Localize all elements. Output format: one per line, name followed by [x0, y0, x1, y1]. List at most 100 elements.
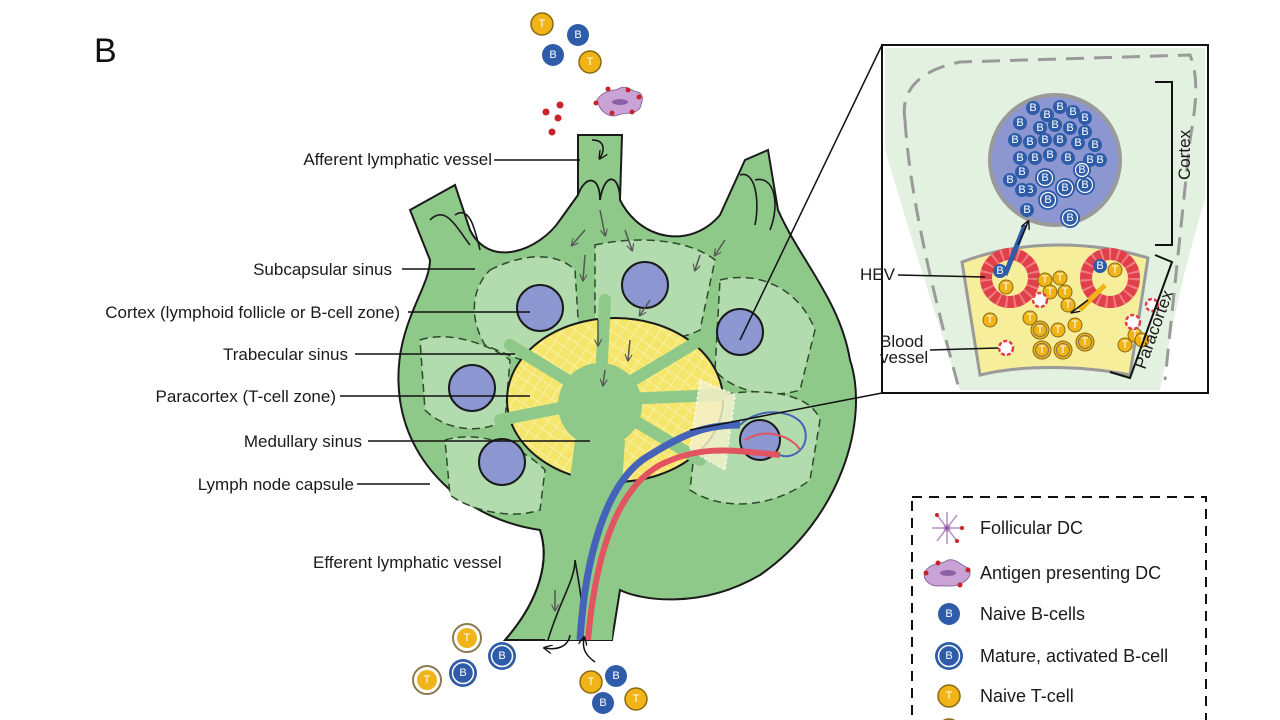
structure-labels: Afferent lymphatic vessel Subcapsular si… — [105, 150, 590, 572]
naive-b-cell: B — [605, 665, 627, 687]
mature-t-cell: T — [412, 665, 442, 695]
svg-text:T: T — [1042, 274, 1049, 286]
svg-text:B: B — [1043, 109, 1050, 121]
svg-text:B: B — [1011, 134, 1018, 146]
b-cell: B — [1053, 100, 1067, 114]
svg-text:T: T — [1065, 299, 1072, 311]
b-cell: B — [1061, 151, 1075, 165]
svg-text:B: B — [945, 608, 952, 620]
lymph-node — [397, 134, 857, 641]
t-cell: T — [1022, 310, 1038, 326]
svg-text:T: T — [1072, 319, 1079, 331]
svg-text:T: T — [587, 56, 594, 68]
mature-b-cell-icon: B — [935, 642, 963, 670]
svg-text:B: B — [1064, 152, 1071, 164]
blood-vessel-small — [997, 291, 1160, 357]
svg-text:B: B — [1046, 149, 1053, 161]
mature-t-cell: T — [1030, 320, 1050, 340]
inset-label-vessel: vessel — [880, 348, 928, 367]
antigen-presenting-dc — [593, 86, 643, 117]
b-cell: B — [1013, 151, 1027, 165]
naive-t-cell: T — [530, 12, 554, 36]
mature-b-cell: B — [1073, 161, 1091, 179]
svg-text:B: B — [1044, 194, 1051, 206]
svg-text:T: T — [539, 18, 546, 30]
legend: Follicular DC Antigen presenting DC B Na… — [911, 496, 1207, 720]
b-cell: B — [1063, 121, 1077, 135]
b-cell: B — [1033, 121, 1047, 135]
b-cell: B — [1053, 133, 1067, 147]
svg-text:B: B — [1086, 154, 1093, 166]
naive-t-cell: T — [579, 670, 603, 694]
svg-text:B: B — [945, 650, 952, 662]
svg-text:T: T — [1122, 339, 1129, 351]
b-cell: B — [1020, 203, 1034, 217]
mature-t-cell: T — [1075, 332, 1095, 352]
b-cell: B — [1023, 135, 1037, 149]
b-cell: B — [993, 264, 1007, 278]
incoming-cells: T B B T — [530, 12, 643, 136]
legend-label: Mature, activated B-cell — [980, 646, 1168, 666]
label-afferent-lymphatic-vessel: Afferent lymphatic vessel — [303, 150, 492, 169]
svg-text:B: B — [498, 650, 505, 662]
svg-text:B: B — [1066, 122, 1073, 134]
b-cell: B — [1003, 173, 1017, 187]
follicle — [621, 261, 669, 309]
label-subcapsular-sinus: Subcapsular sinus — [253, 260, 392, 279]
follicle — [516, 284, 564, 332]
t-cell: T — [1050, 322, 1066, 338]
b-cell: B — [1026, 101, 1040, 115]
svg-text:T: T — [1082, 336, 1089, 348]
svg-text:B: B — [1016, 152, 1023, 164]
t-cell: T — [1057, 284, 1073, 300]
svg-text:B: B — [1026, 184, 1033, 196]
svg-text:B: B — [1069, 106, 1076, 118]
naive-b-cell: B — [567, 24, 589, 46]
svg-text:T: T — [1055, 324, 1062, 336]
b-cell: B — [1008, 133, 1022, 147]
svg-text:B: B — [1041, 172, 1048, 184]
legend-label: Naive T-cell — [980, 686, 1074, 706]
svg-text:T: T — [1112, 264, 1119, 276]
naive-b-cell: B — [542, 44, 564, 66]
t-cell: T — [1067, 317, 1083, 333]
b-cell: B — [1071, 136, 1085, 150]
hev — [1080, 248, 1140, 308]
svg-text:B: B — [1023, 204, 1030, 216]
naive-t-cell-icon: T — [937, 684, 961, 708]
b-cell: B — [1015, 165, 1029, 179]
hev — [980, 248, 1040, 308]
svg-text:B: B — [1081, 179, 1088, 191]
svg-text:B: B — [1061, 182, 1068, 194]
mature-b-cell: B — [1060, 208, 1080, 228]
naive-b-cell-icon: B — [938, 603, 960, 625]
t-cell: T — [1117, 337, 1133, 353]
svg-text:T: T — [464, 632, 471, 644]
panel-label: B — [94, 32, 117, 70]
medullary-sinus — [558, 363, 642, 447]
svg-text:T: T — [424, 674, 431, 686]
svg-text:T: T — [1037, 324, 1044, 336]
svg-text:T: T — [987, 314, 994, 326]
svg-text:T: T — [588, 676, 595, 688]
t-cell: T — [1107, 262, 1123, 278]
t-cell: T — [982, 312, 998, 328]
inset-label-blood: Blood — [880, 332, 923, 351]
svg-text:B: B — [1026, 136, 1033, 148]
svg-text:B: B — [459, 667, 466, 679]
mature-t-cell: T — [1032, 340, 1052, 360]
b-cell: B — [1066, 105, 1080, 119]
b-cell: B — [1013, 116, 1027, 130]
t-cell: T — [1052, 270, 1068, 286]
follicular-dc-icon — [932, 512, 964, 544]
naive-b-cell: B — [592, 692, 614, 714]
b-cell: B — [1043, 148, 1057, 162]
svg-text:B: B — [1078, 164, 1085, 176]
mature-t-cell: T — [452, 623, 482, 653]
b-cell: B — [1015, 183, 1029, 197]
svg-text:B: B — [1056, 101, 1063, 113]
b-cell: B — [1093, 153, 1107, 167]
svg-text:T: T — [1139, 334, 1146, 346]
b-cell: B — [1088, 138, 1102, 152]
